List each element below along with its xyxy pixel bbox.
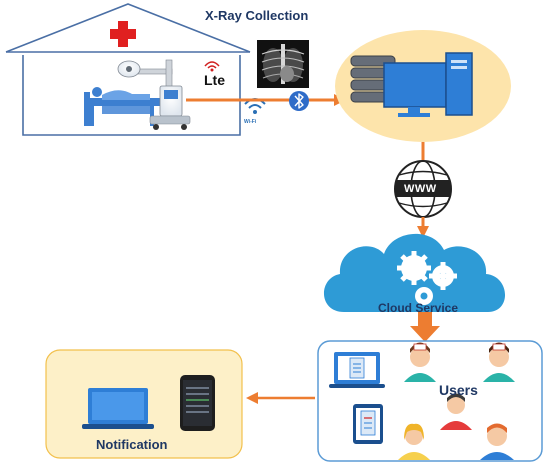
cloud-service-label: Cloud Service	[378, 301, 459, 315]
bluetooth-icon	[289, 91, 309, 111]
red-cross-icon	[110, 21, 136, 47]
notification-label: Notification	[96, 437, 168, 452]
patient-xray-machine-icon	[84, 59, 191, 130]
users-label: Users	[439, 382, 478, 398]
cloud-gears-icon	[323, 233, 506, 312]
users-group-icon	[317, 340, 543, 462]
wifi-label: Wi-Fi	[244, 119, 257, 125]
diagram-title: X-Ray Collection	[205, 8, 309, 23]
chest-xray-image	[257, 40, 309, 88]
server-computer-icon	[335, 30, 511, 142]
arrow-cloud-to-users	[410, 312, 440, 342]
arrow-hospital-to-server	[186, 94, 346, 106]
lte-signal-icon	[204, 61, 220, 72]
lte-label: Lte	[204, 72, 225, 88]
arrow-users-to-notification	[246, 392, 315, 404]
laptop-phone-icon	[45, 349, 243, 459]
hospital-house-icon	[5, 3, 251, 136]
arrow-www-to-cloud	[417, 217, 429, 238]
globe-www-icon	[394, 160, 452, 218]
www-label: WWW	[404, 183, 437, 195]
